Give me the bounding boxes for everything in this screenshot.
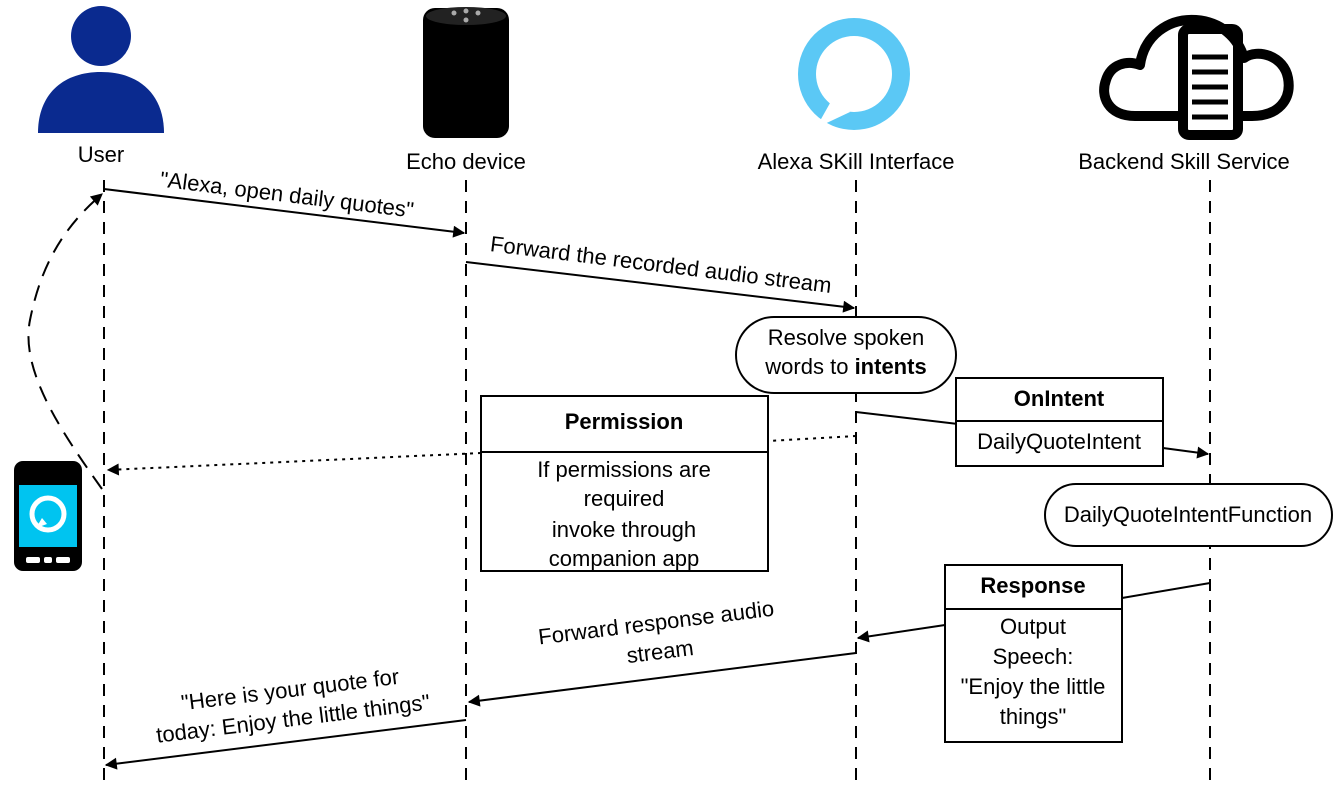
- response-box: Response Output Speech: "Enjoy the littl…: [944, 564, 1123, 743]
- arrow-forward-response: [467, 652, 857, 707]
- on-intent-title: OnIntent: [1014, 386, 1105, 411]
- message-forward-response-2: stream: [625, 635, 695, 668]
- arrow-quote-to-user: [104, 719, 467, 770]
- arrow-open-command: [103, 188, 466, 238]
- permission-dotted-connector: [767, 435, 857, 442]
- participant-backend-label: Backend Skill Service: [1078, 149, 1290, 174]
- participant-echo-label: Echo device: [406, 149, 526, 174]
- response-line1: Output: [1000, 614, 1066, 639]
- participant-user-label: User: [78, 142, 124, 167]
- cloud-server-icon: [1099, 14, 1294, 140]
- permission-line1: If permissions are: [537, 457, 711, 482]
- server-lines: [1192, 54, 1228, 120]
- response-line4: things": [1000, 704, 1067, 729]
- permission-line3: invoke through: [552, 517, 696, 542]
- resolve-line1: Resolve spoken: [768, 325, 925, 350]
- permission-title: Permission: [565, 409, 684, 434]
- participant-alexa-label: Alexa SKill Interface: [758, 149, 955, 174]
- arrow-permission-phone: [106, 452, 482, 476]
- arrow-forward-audio: [465, 261, 856, 313]
- smartphone-icon: [14, 461, 82, 571]
- response-title: Response: [980, 573, 1085, 598]
- permission-line2: required: [584, 486, 665, 511]
- permission-line4: companion app: [549, 546, 699, 571]
- person-icon: [38, 6, 164, 133]
- intent-function-bubble: DailyQuoteIntentFunction: [1044, 483, 1333, 547]
- connector-backend-response: [1121, 582, 1211, 599]
- on-intent-box: OnIntent DailyQuoteIntent: [955, 377, 1164, 467]
- arrow-response-alexa: [856, 624, 946, 643]
- echo-speaker-icon: [423, 7, 509, 138]
- lifelines: [103, 180, 1211, 785]
- message-forward-audio: Forward the recorded audio stream: [489, 231, 833, 298]
- on-intent-body: DailyQuoteIntent: [977, 429, 1141, 454]
- arrow-onintent-backend: [1162, 446, 1210, 459]
- resolve-line2: words to intents: [764, 354, 926, 379]
- alexa-logo-icon: [798, 18, 910, 130]
- response-line3: "Enjoy the little: [961, 674, 1106, 699]
- response-line2: Speech:: [993, 644, 1074, 669]
- permission-box: Permission If permissions are required i…: [480, 395, 769, 572]
- connector-alexa-onintent: [855, 411, 959, 425]
- resolve-intents-bubble: Resolve spoken words to intents: [735, 316, 957, 394]
- arrow-phone-to-user: [27, 193, 103, 490]
- intent-function-label: DailyQuoteIntentFunction: [1064, 502, 1312, 527]
- message-open-command: "Alexa, open daily quotes": [159, 167, 415, 223]
